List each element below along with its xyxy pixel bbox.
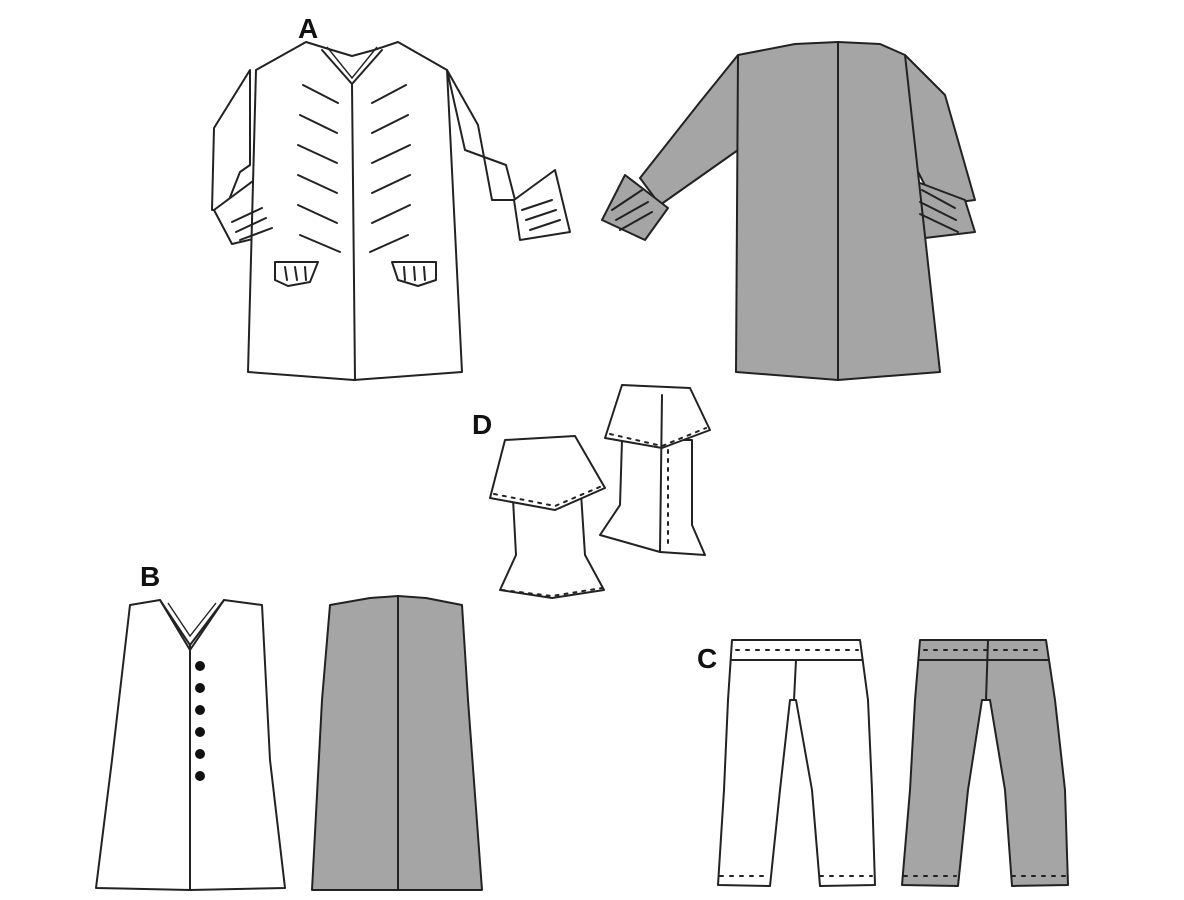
coat-front-center-line: [351, 83, 356, 381]
label-a: A: [298, 13, 318, 44]
coat-front: [211, 41, 571, 381]
label-d: D: [472, 409, 492, 440]
spat-left-ruffle: [489, 435, 606, 511]
coat-front-braid: [297, 84, 411, 253]
coat-back-left-sleeve: [639, 54, 739, 206]
vest-back: [311, 595, 483, 891]
label-c: C: [697, 643, 717, 674]
breeches-front-body: [717, 639, 876, 887]
spat-right: [599, 384, 711, 556]
breeches-back: [901, 639, 1069, 887]
vest-front: [95, 599, 286, 891]
label-b: B: [140, 561, 160, 592]
coat-front-body: [247, 41, 463, 381]
spat-right-leg: [599, 439, 706, 556]
coat-front-right-cuff: [513, 169, 571, 241]
coat-back: [601, 41, 976, 381]
coat-back-left-cuff: [601, 174, 669, 241]
spat-left: [489, 435, 606, 599]
coat-front-right-sleeve: [446, 69, 516, 201]
breeches-back-body: [901, 639, 1069, 887]
breeches-front: [717, 639, 876, 887]
vest-front-buttons: [195, 661, 205, 781]
spat-right-ruffle: [604, 384, 711, 449]
